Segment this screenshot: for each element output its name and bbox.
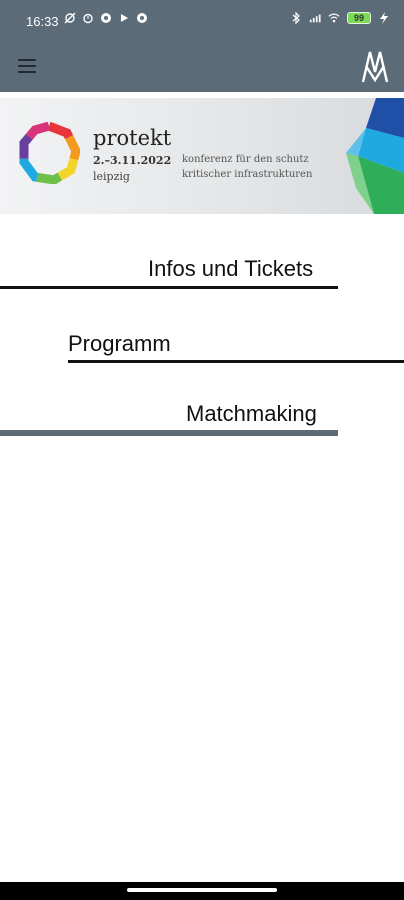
banner-city: leipzig bbox=[93, 170, 130, 183]
nav-infos-und-tickets[interactable]: Infos und Tickets bbox=[148, 256, 314, 281]
nav-matchmaking-underline bbox=[0, 430, 338, 436]
leipzig-messe-logo-icon[interactable] bbox=[360, 46, 390, 86]
app-bar bbox=[0, 40, 404, 92]
nav-programm[interactable]: Programm bbox=[68, 331, 171, 356]
system-navigation-bar bbox=[0, 882, 404, 900]
signal-icon bbox=[309, 14, 321, 23]
banner-tagline-line2: kritischer infrastrukturen bbox=[182, 169, 313, 180]
status-time: 16:33 bbox=[26, 14, 59, 29]
banner-dates: 2.–3.11.2022 bbox=[93, 154, 172, 167]
status-left-icons bbox=[64, 12, 148, 24]
hamburger-menu-icon[interactable] bbox=[18, 54, 42, 78]
notification-app-icon bbox=[101, 13, 111, 23]
nav-programm-underline bbox=[68, 360, 404, 363]
charging-icon bbox=[380, 12, 388, 24]
status-bar: 16:33 99 bbox=[0, 0, 404, 40]
home-gesture-handle[interactable] bbox=[127, 888, 277, 892]
battery-indicator: 99 bbox=[347, 12, 371, 24]
vpn-icon bbox=[64, 12, 76, 24]
banner-title: protekt bbox=[93, 126, 172, 150]
play-icon bbox=[121, 14, 128, 22]
alarm-icon bbox=[83, 13, 93, 24]
event-banner[interactable]: protekt 2.–3.11.2022 leipzig konferenz f… bbox=[0, 98, 404, 214]
nav-matchmaking[interactable]: Matchmaking bbox=[186, 401, 317, 426]
banner-tagline-line1: konferenz für den schutz bbox=[182, 154, 309, 165]
nav-infos-und-tickets-underline bbox=[0, 286, 338, 289]
status-right-icons: 99 bbox=[290, 12, 390, 24]
wifi-icon bbox=[328, 13, 340, 23]
bluetooth-icon bbox=[292, 12, 300, 24]
protekt-ring-logo-icon bbox=[19, 122, 80, 184]
notification-app-icon-2 bbox=[137, 13, 147, 23]
banner-geometric-shape bbox=[346, 98, 404, 214]
